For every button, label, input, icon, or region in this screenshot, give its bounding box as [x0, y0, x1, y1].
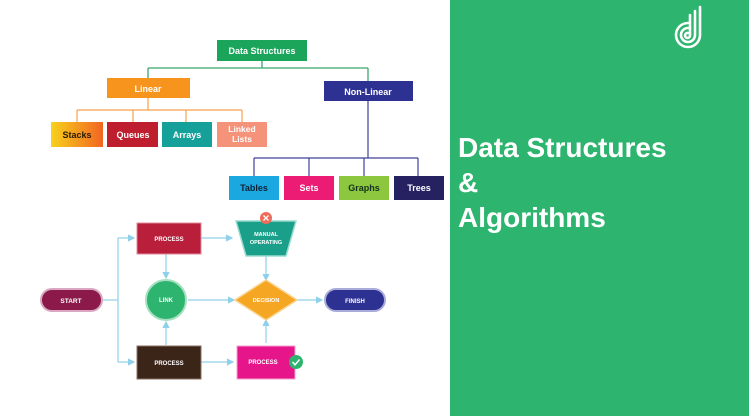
tree-root-connectors [147, 61, 369, 81]
banner-title-line1: Data Structures [458, 132, 667, 163]
flow-finish-label: FINISH [345, 299, 365, 305]
tree-root-node: Data Structures [217, 40, 307, 61]
tree-node-stacks: Stacks [51, 122, 103, 147]
flow-start-label: START [60, 298, 81, 305]
flow-link-label: LINK [159, 298, 174, 304]
flow-start-node: START [40, 288, 103, 312]
flow-link-node: LINK [145, 279, 187, 321]
flow-process-bottom-left-node: PROCESS [136, 345, 202, 380]
tree-node-linked-label-line1: Linked [228, 124, 255, 134]
tree-node-trees-label: Trees [407, 183, 431, 193]
flow-finish-node: FINISH [324, 288, 386, 312]
tree-node-tables: Tables [229, 176, 279, 200]
flow-manual-label-line2: OPERATING [250, 240, 282, 246]
banner-title-line3: Algorithms [458, 202, 606, 233]
flow-process-bottom-right-node: PROCESS [236, 345, 303, 380]
title-banner: Data Structures & Algorithms [450, 0, 749, 416]
tree-node-sets-label: Sets [299, 183, 318, 193]
tree-linear-label: Linear [134, 84, 162, 94]
tree-root-label: Data Structures [228, 46, 295, 56]
flow-manual-operating-node: MANUAL OPERATING [235, 212, 297, 257]
tree-node-stacks-label: Stacks [62, 130, 91, 140]
tree-node-arrays: Arrays [162, 122, 212, 147]
flow-process-bottom-left-label: PROCESS [154, 361, 183, 367]
banner-title-line2: & [458, 167, 479, 198]
non-linear-connectors [253, 101, 419, 176]
flow-process-top-label: PROCESS [154, 237, 183, 243]
diagram-canvas: Data Structures Linear Non-Linear Stacks… [40, 40, 444, 380]
tree-node-linked-label-line2: Lists [232, 134, 252, 144]
flow-decision-node: DECISION [233, 279, 299, 321]
tree-node-sets: Sets [284, 176, 334, 200]
check-icon [289, 355, 303, 369]
banner-title: Data Structures & Algorithms [458, 130, 743, 235]
tree-node-queues: Queues [107, 122, 158, 147]
tree-linear-node: Linear [107, 78, 190, 98]
flow-decision-label: DECISION [253, 298, 280, 304]
flow-manual-label-line1: MANUAL [254, 232, 278, 238]
tree-non-linear-node: Non-Linear [324, 81, 413, 101]
flow-process-top-node: PROCESS [136, 222, 202, 255]
tree-node-graphs-label: Graphs [348, 183, 380, 193]
tree-node-trees: Trees [394, 176, 444, 200]
tree-non-linear-label: Non-Linear [344, 87, 392, 97]
tree-node-linked-lists: Linked Lists [217, 122, 267, 147]
diagram-panel: Data Structures Linear Non-Linear Stacks… [40, 40, 444, 380]
flowchart-connectors [102, 234, 324, 366]
tree-node-tables-label: Tables [240, 183, 268, 193]
tree-node-queues-label: Queues [116, 130, 149, 140]
linear-connectors [76, 98, 243, 122]
tree-node-arrays-label: Arrays [173, 130, 202, 140]
flow-process-bottom-right-label: PROCESS [248, 360, 277, 366]
tree-node-graphs: Graphs [339, 176, 389, 200]
d-logo-icon [674, 5, 702, 49]
